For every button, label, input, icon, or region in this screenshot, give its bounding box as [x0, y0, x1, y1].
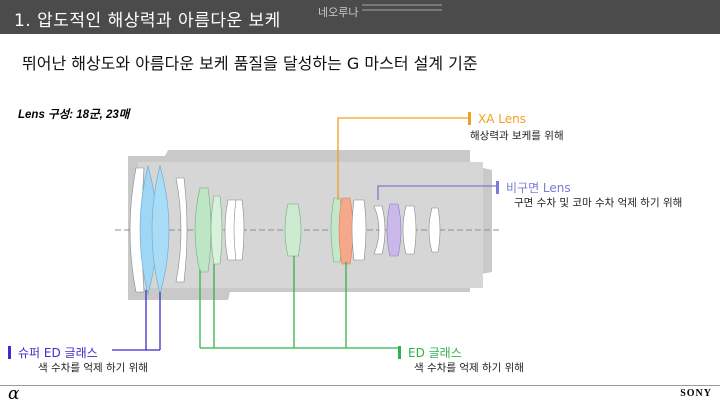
aspherical-marker-icon [496, 181, 499, 194]
super-ed-name: 슈퍼 ED 글래스 [18, 346, 98, 360]
ed-lens-1 [194, 187, 212, 273]
page-title: 1. 압도적인 해상력과 아름다운 보케 [14, 11, 281, 31]
watermark-lines [362, 4, 442, 18]
aspherical-lens-label: 비구면 Lens [496, 179, 571, 196]
aspherical-lens-name: 비구면 Lens [506, 181, 571, 195]
aspherical-lens-desc: 구면 수차 및 코마 수차 억제 하기 위해 [514, 197, 683, 209]
sony-logo: SONY [680, 388, 712, 399]
ed-label: ED 글래스 [398, 344, 462, 361]
title-bar: 1. 압도적인 해상력과 아름다운 보케 네오루나 [0, 0, 720, 34]
ed-desc: 색 수차를 억제 하기 위해 [414, 362, 524, 374]
xa-lens [338, 197, 354, 265]
aspherical-leader-line [377, 185, 496, 200]
rear-lens-2 [373, 205, 386, 255]
rear-lens-4 [428, 207, 441, 253]
front-element-2 [175, 177, 188, 283]
xa-leader-line [337, 117, 468, 200]
ed-lens-2 [210, 195, 223, 265]
xa-marker-icon [468, 112, 471, 125]
lens-spec: Lens 구성: 18군, 23매 [18, 109, 130, 121]
mid-lens-2 [233, 199, 245, 261]
subtitle: 뛰어난 해상도와 아름다운 보케 품질을 달성하는 G 마스터 설계 기준 [22, 54, 478, 73]
super-ed-label: 슈퍼 ED 글래스 [8, 344, 98, 361]
footer-divider [0, 385, 720, 386]
xa-lens-desc: 해상력과 보케를 위해 [470, 130, 564, 142]
watermark: 네오루나 [318, 6, 359, 19]
super-ed-marker-icon [8, 346, 11, 359]
alpha-logo: α [8, 384, 20, 404]
ed-name: ED 글래스 [408, 346, 462, 360]
xa-lens-name: XA Lens [478, 112, 526, 126]
ed-lens-3 [284, 203, 302, 257]
aspherical-lens [386, 203, 402, 257]
rear-lens-1 [351, 199, 367, 261]
xa-lens-label: XA Lens [468, 112, 526, 126]
rear-lens-3 [402, 205, 417, 255]
super-ed-desc: 색 수차를 억제 하기 위해 [38, 362, 148, 374]
ed-marker-icon [398, 346, 401, 359]
